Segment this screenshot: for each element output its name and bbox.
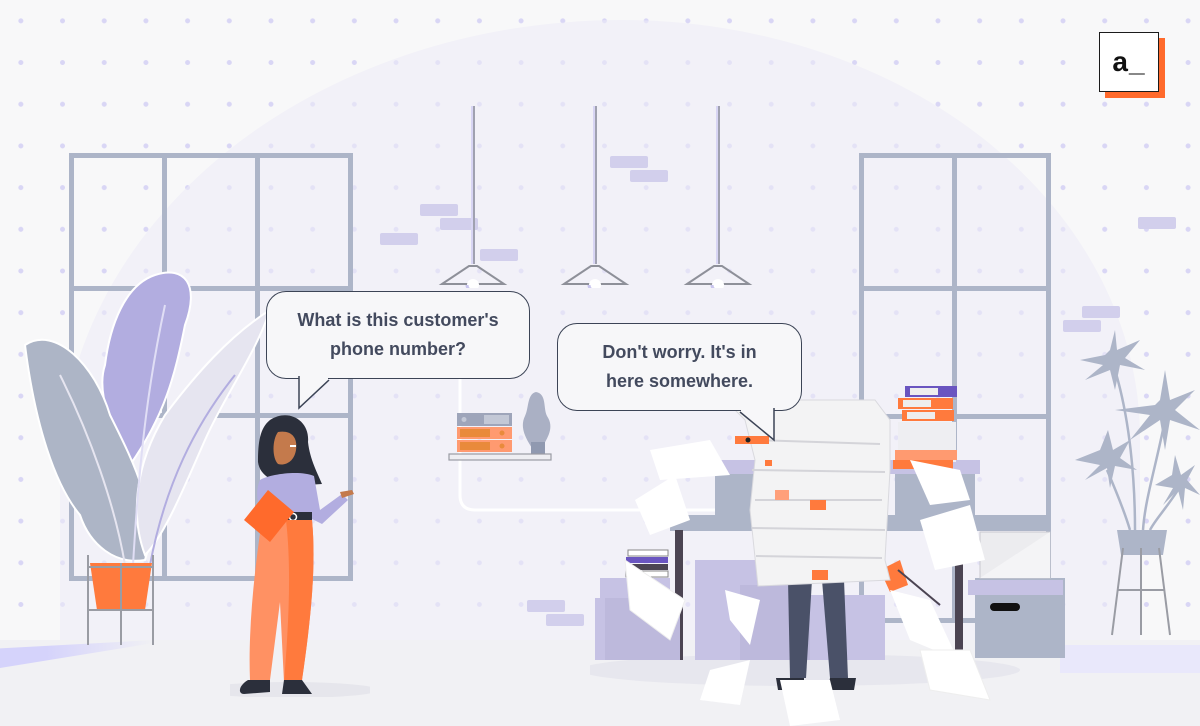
wall-brick	[630, 170, 668, 182]
wall-brick	[1082, 306, 1120, 318]
man-reply-line1: Don't worry. It's in	[602, 342, 757, 362]
pendant-lamp-icon	[438, 106, 508, 288]
pendant-lamp-icon	[683, 106, 753, 288]
palm-plant-icon	[1075, 330, 1200, 636]
pendant-lamp-icon	[560, 106, 630, 288]
wall-brick	[1063, 320, 1101, 332]
woman-character	[230, 415, 370, 697]
wall-brick	[480, 249, 518, 261]
speech-bubble-man: Don't worry. It's in here somewhere.	[557, 323, 802, 442]
wall-brick	[546, 614, 584, 626]
wall-brick	[527, 600, 565, 612]
wall-brick	[1138, 217, 1176, 229]
woman-question-line2: phone number?	[329, 339, 466, 359]
speech-bubble-woman: What is this customer's phone number?	[266, 291, 530, 410]
woman-question-line1: What is this customer's	[297, 310, 499, 330]
man-reply-line2: here somewhere.	[605, 371, 754, 391]
wall-brick	[380, 233, 418, 245]
desk-and-paper-stack	[590, 360, 1065, 726]
banana-plant-icon	[23, 271, 272, 645]
wall-brick	[610, 156, 648, 168]
wall-shelf-icon	[448, 392, 552, 461]
wall-brick	[420, 204, 458, 216]
brand-logo[interactable]: a_	[1099, 32, 1165, 98]
wall-brick	[440, 218, 478, 230]
wall-cable	[458, 330, 770, 512]
logo-mark: a_	[1099, 32, 1159, 92]
floor-shade-right	[1060, 645, 1200, 673]
